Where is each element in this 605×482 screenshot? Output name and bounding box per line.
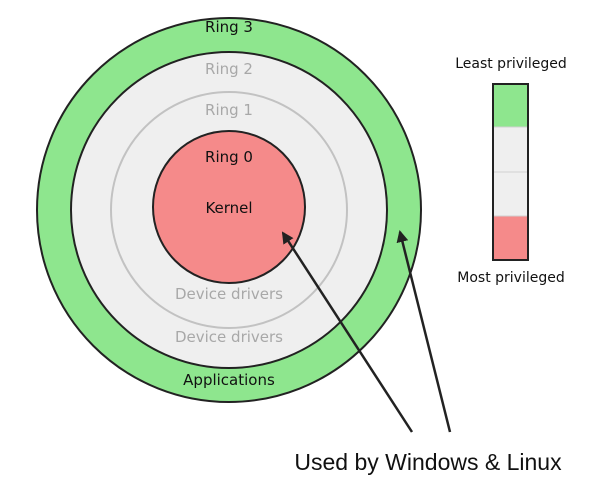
arrow-to-ring3 — [396, 230, 452, 433]
ring-2-label: Ring 2 — [205, 60, 253, 78]
ring-0-circle — [152, 130, 306, 284]
kernel-label: Kernel — [205, 199, 252, 217]
least-privileged-label: Least privileged — [455, 56, 567, 72]
ring-0-label: Ring 0 — [205, 148, 253, 166]
legend-segment-ring3 — [493, 84, 528, 127]
privilege-legend-bar — [492, 83, 529, 261]
used-by-annotation: Used by Windows & Linux — [294, 449, 562, 475]
ring-2-device-drivers-label: Device drivers — [175, 285, 283, 303]
legend-segment-ring0 — [493, 216, 528, 260]
ring-1-device-drivers-label: Device drivers — [175, 328, 283, 346]
applications-label: Applications — [183, 371, 275, 389]
most-privileged-label: Most privileged — [457, 270, 564, 286]
ring-3-label: Ring 3 — [205, 18, 253, 36]
legend-segment-ring1 — [493, 172, 528, 216]
legend-segment-ring2 — [493, 127, 528, 172]
arrow-to-kernel — [281, 231, 414, 433]
ring-1-label: Ring 1 — [205, 101, 253, 119]
